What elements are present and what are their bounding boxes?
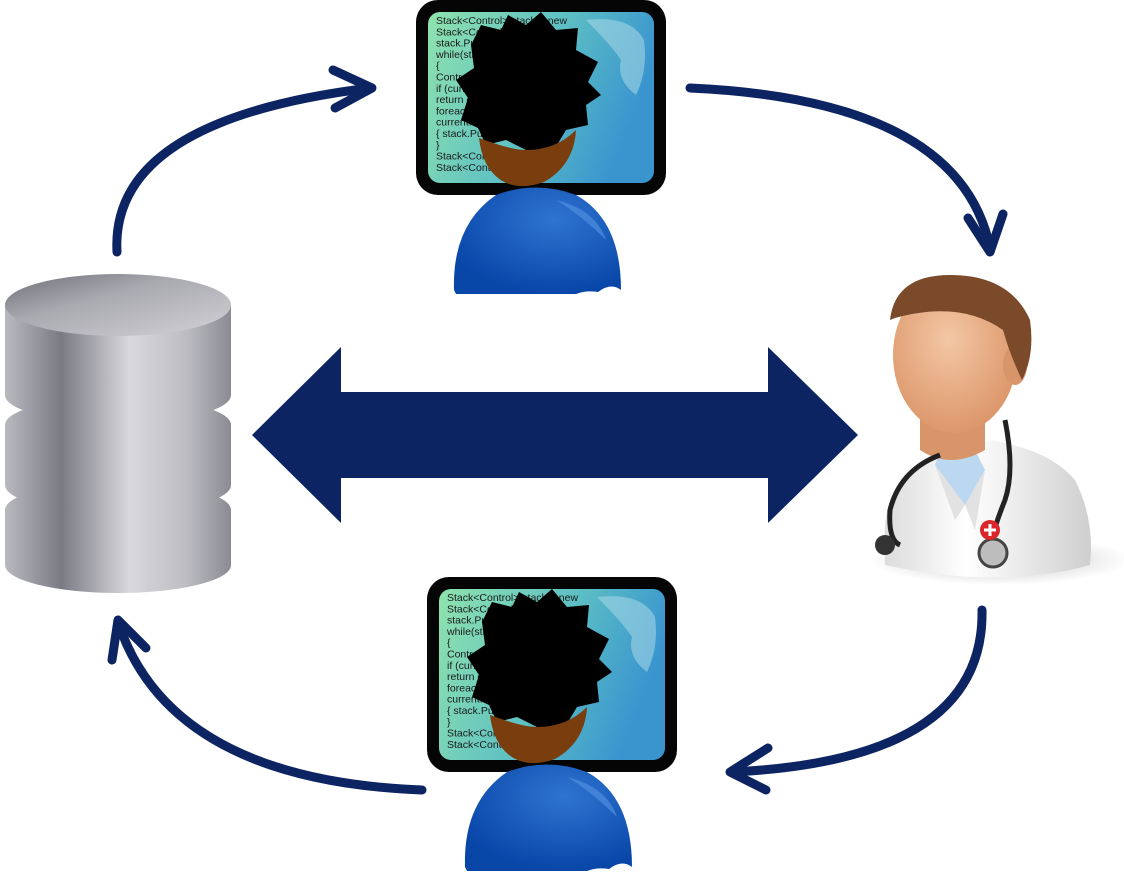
developer-at-computer-icon — [416, 0, 666, 294]
database-icon — [5, 274, 231, 593]
developer-top — [416, 0, 666, 294]
curved-arrow-doctor-to-bottom-developer — [725, 605, 987, 795]
double-headed-arrow — [252, 347, 858, 523]
curved-arrow-db-to-top-developer — [112, 65, 377, 257]
developer-at-computer-icon — [427, 577, 677, 871]
curved-arrow-top-developer-to-doctor — [685, 83, 1008, 257]
developer-bottom — [427, 577, 677, 871]
doctor-icon — [870, 275, 1124, 585]
curved-arrow-bottom-developer-to-db — [107, 615, 427, 795]
